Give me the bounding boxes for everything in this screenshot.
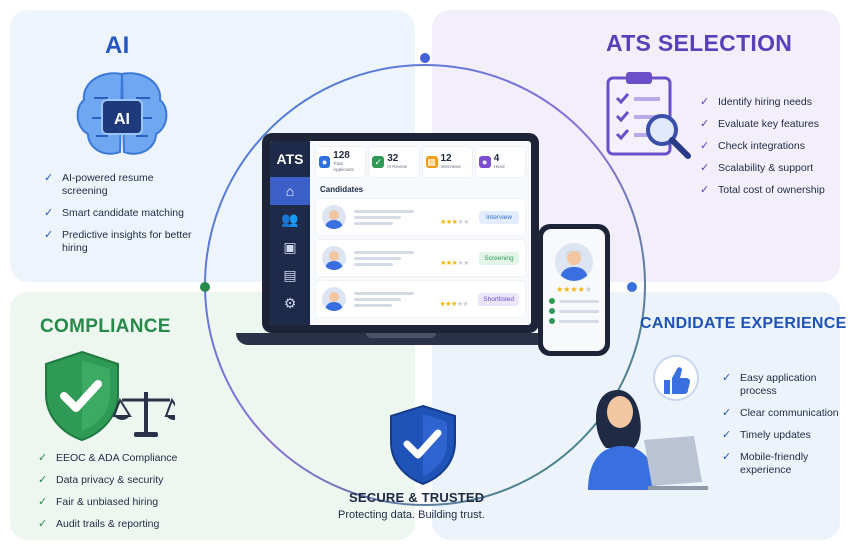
candidate-experience-title: CANDIDATE EXPERIENCE bbox=[640, 315, 847, 332]
table-row[interactable]: ★★★★★ Interview bbox=[316, 199, 525, 235]
secure-trusted-subtitle: Protecting data. Building trust. bbox=[338, 509, 485, 521]
compliance-list: ✓EEOC & ADA Compliance ✓Data privacy & s… bbox=[38, 452, 208, 540]
mobile-phone: ★★★★★ bbox=[538, 224, 610, 356]
check-icon: ✓ bbox=[38, 474, 48, 486]
check-icon: ✓ bbox=[44, 172, 54, 184]
ats-selection-title: ATS SELECTION bbox=[606, 30, 793, 56]
avatar bbox=[322, 246, 346, 270]
list-item: ✓Clear communication bbox=[722, 407, 839, 419]
table-row[interactable]: ★★★★★ Shortlisted bbox=[316, 281, 525, 317]
list-item: ✓Mobile-friendly experience bbox=[722, 451, 809, 476]
check-icon: ✓ bbox=[700, 140, 710, 152]
avatar bbox=[555, 243, 593, 281]
check-icon: ✓ bbox=[722, 451, 732, 463]
status-badge: Interview bbox=[479, 210, 519, 224]
avatar bbox=[322, 287, 346, 311]
list-item: ✓Easy application process bbox=[722, 372, 817, 397]
rating-stars: ★★★★★ bbox=[440, 219, 469, 226]
candidate-list: ★★★★★ Interview ★★★★★ Screening ★★★★★ Shortli… bbox=[316, 199, 525, 317]
user-icon: ● bbox=[478, 156, 491, 168]
list-item: ✓Predictive insights for better hiring bbox=[44, 229, 192, 254]
users-icon[interactable]: 👥 bbox=[281, 210, 299, 227]
check-icon: ✓ bbox=[38, 452, 48, 464]
calendar-icon: ▦ bbox=[425, 156, 438, 168]
candidates-heading: Candidates bbox=[320, 185, 364, 194]
home-icon[interactable]: ⌂ bbox=[270, 177, 310, 205]
circle-node-left bbox=[200, 282, 210, 292]
candidate-info-placeholder bbox=[354, 248, 440, 269]
check-icon: ✓ bbox=[700, 118, 710, 130]
secure-shield-icon bbox=[390, 404, 456, 486]
candidate-experience-list: ✓Easy application process ✓Clear communi… bbox=[722, 372, 840, 486]
list-item: ✓Scalability & support bbox=[700, 162, 814, 174]
list-item: ✓Data privacy & security bbox=[38, 474, 164, 486]
users-icon: ● bbox=[319, 156, 331, 168]
check-icon: ✓ bbox=[44, 229, 54, 241]
list-item: ✓Fair & unbiased hiring bbox=[38, 496, 159, 508]
circle-node-top bbox=[420, 53, 430, 63]
rating-stars: ★★★★★ bbox=[440, 260, 469, 267]
briefcase-icon[interactable]: ▣ bbox=[283, 238, 297, 255]
phone-check-line bbox=[549, 298, 599, 304]
phone-rating-stars: ★★★★★ bbox=[556, 285, 592, 294]
brain-chip-icon: AI bbox=[76, 72, 168, 155]
ats-logo: ATS bbox=[276, 151, 304, 167]
list-item: ✓Identify hiring needs bbox=[700, 96, 812, 108]
list-item: ✓EEOC & ADA Compliance bbox=[38, 452, 178, 464]
check-icon: ✓ bbox=[700, 96, 710, 108]
dashboard-sidebar: ATS ⌂ 👥 ▣ ▤ ⚙ bbox=[270, 141, 310, 325]
document-icon: ✓ bbox=[372, 156, 385, 168]
list-item: ✓Audit trails & reporting bbox=[38, 518, 160, 530]
secure-trusted-title: SECURE & TRUSTED bbox=[349, 490, 485, 505]
status-badge: Shortlisted bbox=[478, 292, 519, 306]
check-icon: ✓ bbox=[38, 496, 48, 508]
candidate-info-placeholder bbox=[354, 207, 440, 228]
check-icon: ✓ bbox=[700, 162, 710, 174]
candidate-info-placeholder bbox=[354, 289, 439, 310]
ai-chip-label: AI bbox=[114, 111, 130, 128]
rating-stars: ★★★★★ bbox=[439, 301, 469, 308]
status-badge: Screening bbox=[479, 251, 519, 265]
check-icon: ✓ bbox=[722, 372, 732, 384]
list-item: ✓Evaluate key features bbox=[700, 118, 819, 130]
avatar bbox=[322, 205, 346, 229]
check-icon: ✓ bbox=[44, 207, 54, 219]
chart-icon[interactable]: ▤ bbox=[283, 266, 297, 283]
gear-icon[interactable]: ⚙ bbox=[283, 294, 297, 311]
candidate-laptop-illustration bbox=[588, 355, 708, 490]
table-row[interactable]: ★★★★★ Screening bbox=[316, 240, 525, 276]
ats-selection-list: ✓Identify hiring needs ✓Evaluate key fea… bbox=[700, 96, 840, 206]
check-icon: ✓ bbox=[722, 429, 732, 441]
check-icon: ✓ bbox=[700, 184, 710, 196]
shield-scales-icon bbox=[45, 350, 175, 442]
laptop-base bbox=[236, 333, 566, 345]
compliance-title: COMPLIANCE bbox=[40, 316, 171, 337]
list-item: ✓Timely updates bbox=[722, 429, 811, 441]
phone-check-line bbox=[549, 318, 599, 324]
check-icon: ✓ bbox=[722, 407, 732, 419]
list-item: ✓Smart candidate matching bbox=[44, 207, 184, 219]
circle-node-right bbox=[627, 282, 637, 292]
list-item: ✓AI-powered resume screening bbox=[44, 172, 154, 197]
list-item: ✓Check integrations bbox=[700, 140, 805, 152]
check-icon: ✓ bbox=[38, 518, 48, 530]
checklist-magnifier-icon bbox=[606, 72, 691, 159]
ai-feature-list: ✓AI-powered resume screening ✓Smart cand… bbox=[44, 172, 194, 264]
phone-check-line bbox=[549, 308, 599, 314]
list-item: ✓Total cost of ownership bbox=[700, 184, 825, 196]
ai-title: AI bbox=[105, 32, 130, 59]
